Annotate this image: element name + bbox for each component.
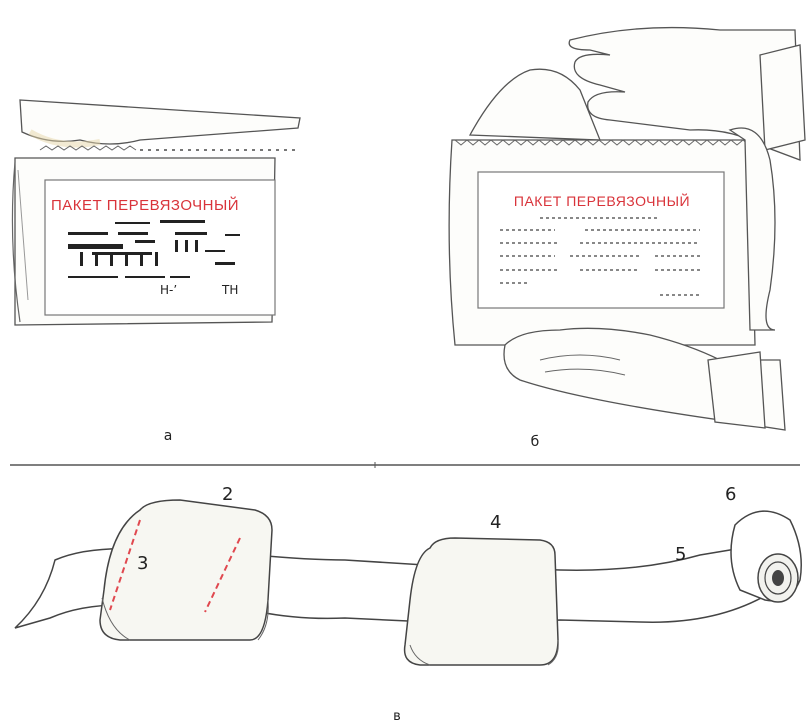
packet-title-b: ПАКЕТ ПЕРЕВЯЗОЧНЫЙ xyxy=(514,192,690,209)
pad-2 xyxy=(99,499,273,641)
panel-a: ПАКЕТ ПЕРЕВЯЗОЧНЫЙ H-’ TH а xyxy=(11,99,301,444)
scribble-1: H-’ xyxy=(160,283,177,297)
panel-label-c: в xyxy=(393,709,401,724)
pad-boundary-right xyxy=(204,537,241,613)
label-6: 6 xyxy=(725,484,736,505)
upper-hand xyxy=(568,26,801,161)
fine-print-a xyxy=(68,220,240,278)
panel-label-b: б xyxy=(531,434,540,450)
panel-c: 2 3 4 5 6 в xyxy=(14,484,802,724)
upper-cuff xyxy=(759,44,806,151)
torn-flap xyxy=(468,68,601,141)
panel-b: ПАКЕТ ПЕРЕВЯЗОЧНЫЙ б xyxy=(448,26,806,450)
fine-print-b xyxy=(500,217,700,296)
torn-side xyxy=(728,127,776,331)
pad-4 xyxy=(403,537,559,666)
label-3: 3 xyxy=(137,553,148,574)
packet-label-b xyxy=(477,171,725,309)
torn-strip xyxy=(19,99,301,145)
pad-boundary-left xyxy=(109,519,141,611)
scribble-2: TH xyxy=(221,283,238,297)
label-5: 5 xyxy=(675,544,686,565)
packet-title-a: ПАКЕТ ПЕРЕВЯЗОЧНЫЙ xyxy=(51,196,239,214)
label-4: 4 xyxy=(490,512,501,533)
lower-cuff xyxy=(707,351,766,429)
panel-label-a: а xyxy=(164,428,173,444)
tear-line xyxy=(39,145,137,151)
label-2: 2 xyxy=(222,484,233,505)
